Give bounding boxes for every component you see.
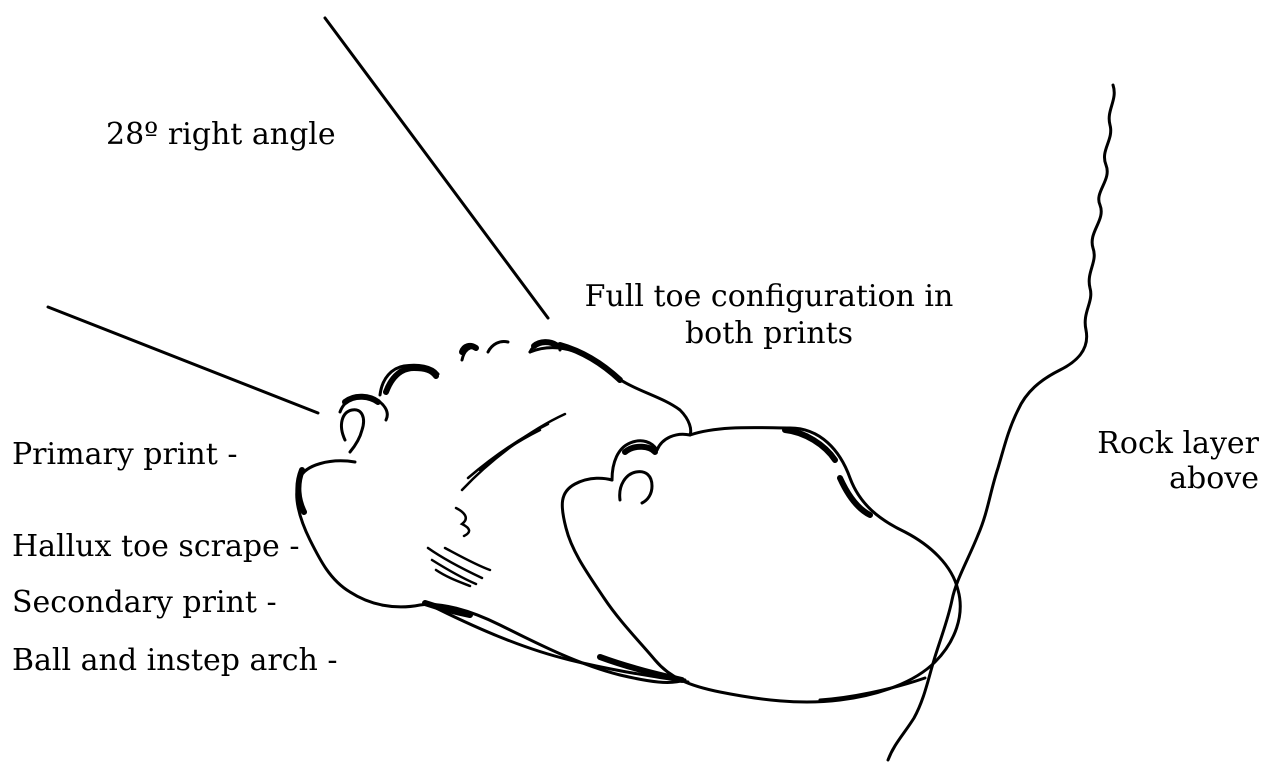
angle-line-lower [48,307,318,413]
secondary-print-outline [562,428,960,702]
rock-layer-boundary [888,85,1114,760]
primary-print-outline [297,461,685,683]
primary-print-toe-edge [345,397,378,402]
hallux-scrape-mark [456,508,469,536]
secondary-print-toe-edge [625,447,655,452]
hallux-scrape-mark [462,414,565,490]
primary-print-label: Primary print - [12,437,237,473]
rock-layer-label-line2: above [1060,461,1259,497]
rock-layer-label-line1: Rock layer [1060,426,1259,462]
angle-label: 28º right angle [106,117,336,153]
hallux-scrape-mark [445,548,490,570]
secondary-print-label: Secondary print - [12,585,277,621]
toe-configuration-label-line1: Full toe configuration in [574,279,964,315]
primary-print-toe [341,410,363,452]
primary-print-toe-edge [462,346,476,352]
hallux-scrape-label: Hallux toe scrape - [12,529,299,565]
toe-configuration-label-line2: both prints [574,316,964,352]
secondary-print-edge [840,478,870,515]
secondary-print-toe [657,434,690,450]
secondary-print-toe [620,472,652,503]
primary-print-toe [488,341,508,352]
primary-print-left-edge [298,470,304,512]
ball-arch-label: Ball and instep arch - [12,643,338,679]
angle-line-upper [325,18,548,318]
secondary-print-edge [785,430,835,460]
primary-print-top [530,348,691,435]
primary-print-toe-edge [534,342,556,346]
